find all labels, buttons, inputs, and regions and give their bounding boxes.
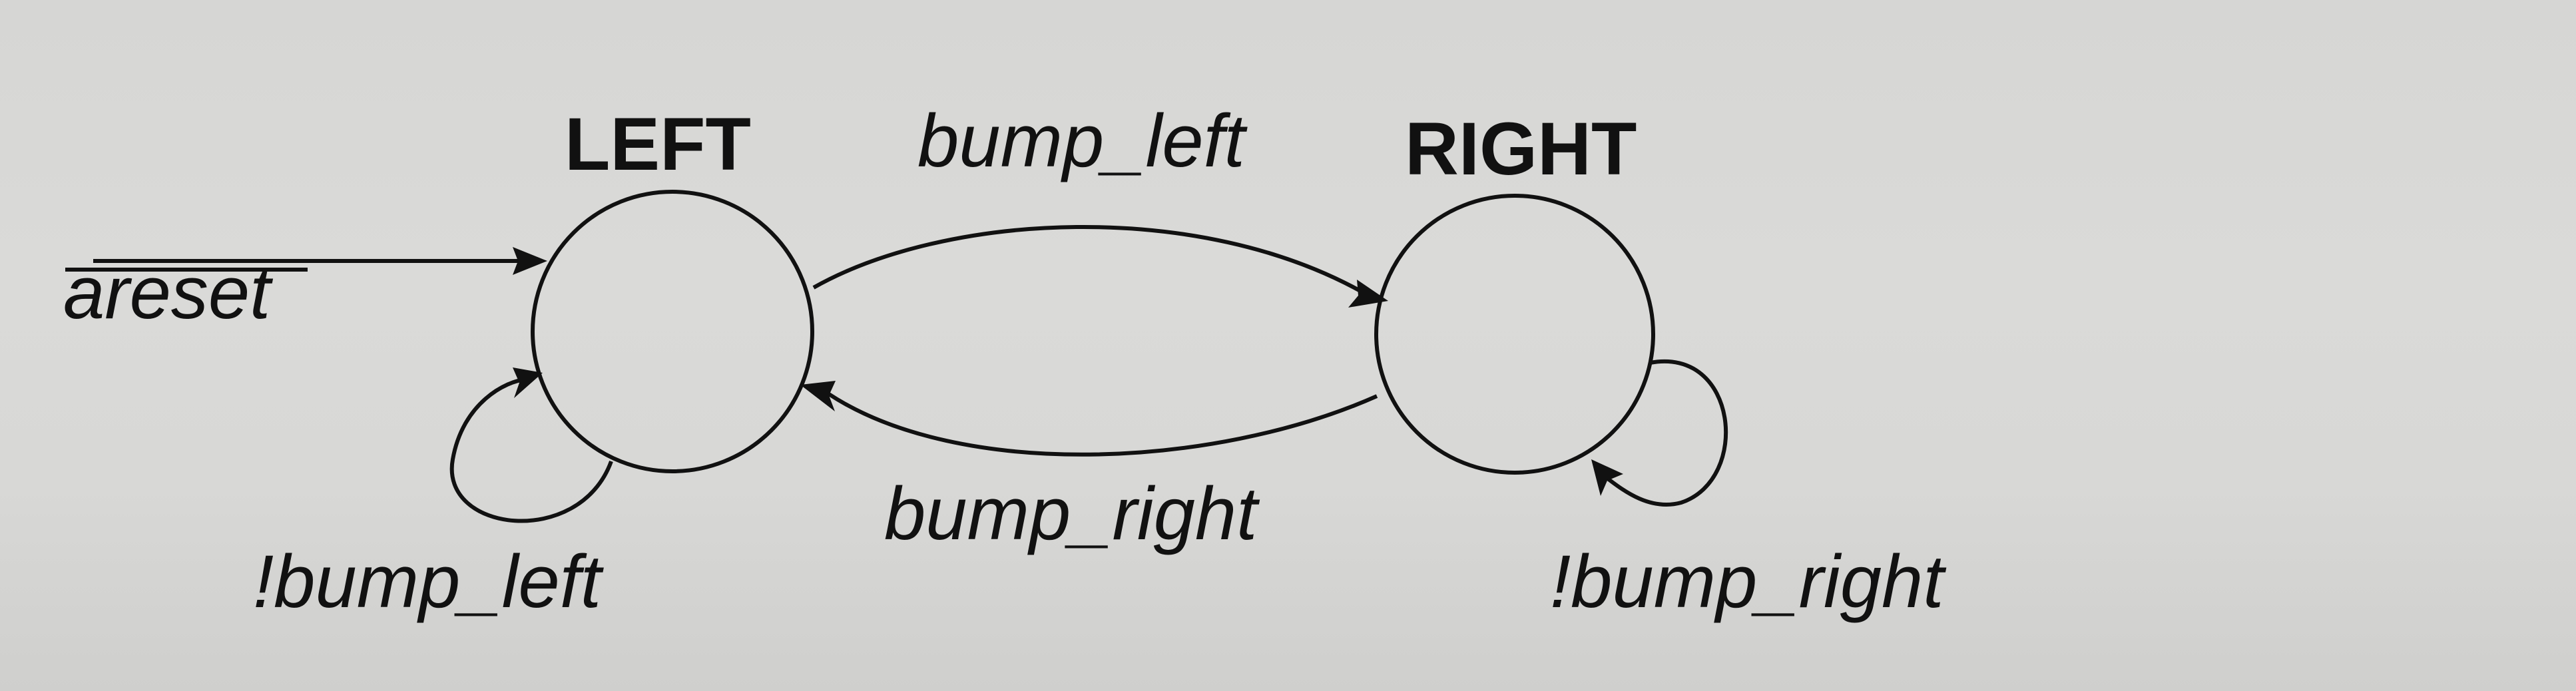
edge-right-self-loop-label: !bump_right xyxy=(1550,540,1946,623)
edge-right-self-loop xyxy=(1600,359,1728,507)
reset-label: areset xyxy=(63,251,273,334)
reset-arrowhead xyxy=(513,247,547,275)
edge-left-self-loop-label: !bump_left xyxy=(253,540,604,623)
edge-left-self-loop-arrowhead xyxy=(513,367,543,398)
state-right-label: RIGHT xyxy=(1405,107,1637,190)
edge-right-self-loop-arrowhead xyxy=(1591,459,1623,496)
state-left-circle xyxy=(531,190,814,473)
state-right-circle xyxy=(1374,194,1655,475)
state-left-label: LEFT xyxy=(565,103,751,186)
edge-right-to-left-label: bump_right xyxy=(884,472,1260,555)
edge-right-to-left-arrowhead xyxy=(800,381,836,411)
edge-right-to-left xyxy=(828,392,1378,457)
edge-left-self-loop xyxy=(449,377,613,523)
edge-left-to-right xyxy=(812,225,1368,296)
edge-left-to-right-arrowhead xyxy=(1348,280,1388,308)
edge-left-to-right-label: bump_left xyxy=(917,99,1248,182)
